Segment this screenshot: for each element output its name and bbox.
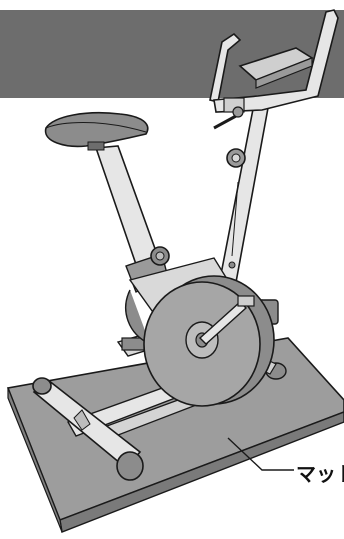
mat-label: マット <box>296 458 344 487</box>
seat-post <box>96 146 169 292</box>
banner-top-edge <box>0 0 344 10</box>
saddle <box>46 113 148 150</box>
